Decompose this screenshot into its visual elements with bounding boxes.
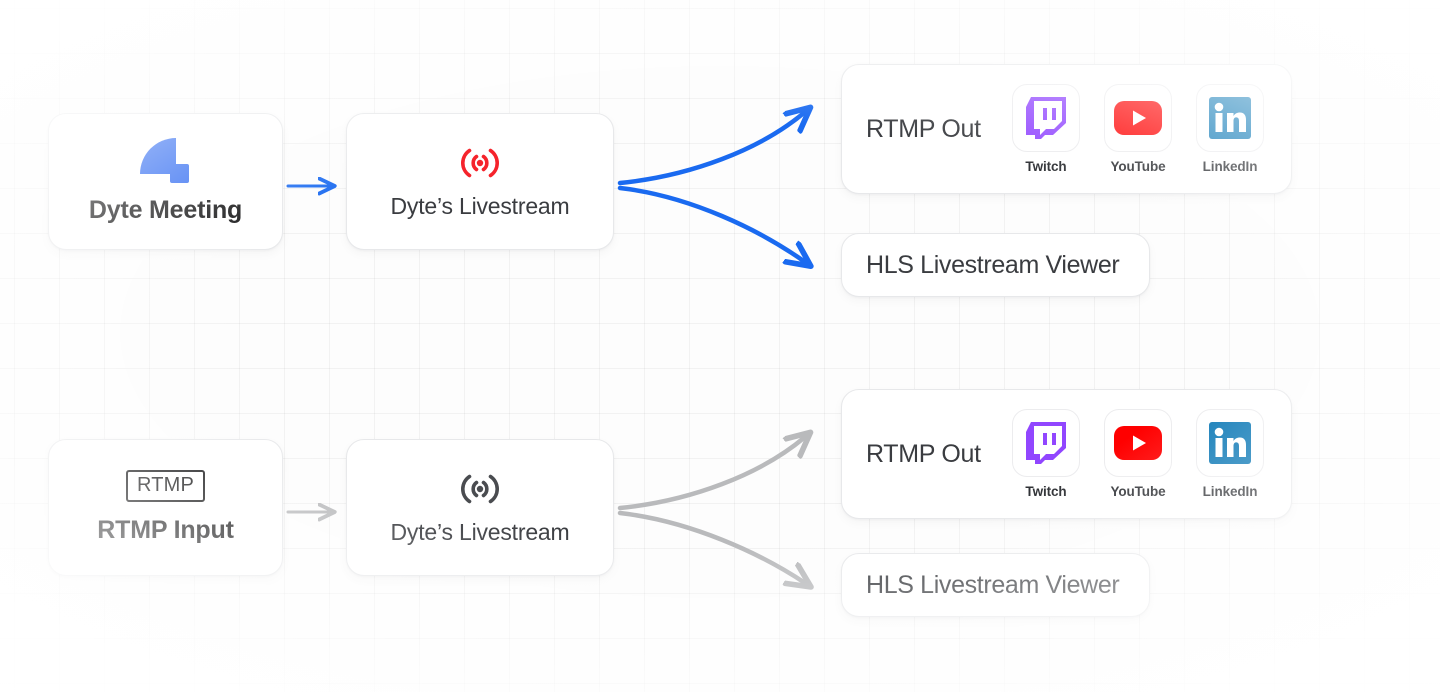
edge-livestream2-to-rtmp-out	[617, 437, 805, 511]
social-platform-twitch-top[interactable]: Twitch	[1011, 84, 1081, 174]
edge-livestream2-to-hls	[617, 510, 805, 583]
node-rtmp-input-label: RTMP Input	[97, 516, 234, 544]
broadcast-icon	[461, 148, 499, 178]
broadcast-icon	[461, 474, 499, 504]
node-dyte-livestream-inactive-label: Dyte’s Livestream	[390, 519, 570, 545]
edge-livestream-to-hls	[617, 185, 805, 262]
youtube-icon	[1114, 426, 1162, 460]
twitch-tile[interactable]	[1012, 84, 1080, 152]
youtube-tile[interactable]	[1104, 409, 1172, 477]
social-platform-linkedin-bottom[interactable]: LinkedIn	[1195, 409, 1265, 499]
linkedin-label: LinkedIn	[1202, 484, 1258, 499]
edge-livestream-to-rtmp-out	[617, 112, 805, 186]
twitch-tile[interactable]	[1012, 409, 1080, 477]
node-dyte-livestream-active[interactable]: Dyte’s Livestream	[346, 113, 614, 250]
node-dyte-livestream-active-label: Dyte’s Livestream	[390, 193, 570, 219]
node-hls-viewer-top[interactable]: HLS Livestream Viewer	[841, 233, 1150, 297]
node-hls-viewer-bottom[interactable]: HLS Livestream Viewer	[841, 553, 1150, 617]
linkedin-label: LinkedIn	[1202, 159, 1258, 174]
linkedin-tile[interactable]	[1196, 409, 1264, 477]
node-dyte-meeting-label: Dyte Meeting	[88, 196, 243, 224]
rtmp-out-top-label: RTMP Out	[866, 114, 981, 143]
linkedin-icon	[1209, 97, 1251, 139]
twitch-icon	[1026, 422, 1066, 464]
node-dyte-livestream-inactive[interactable]: Dyte’s Livestream	[346, 439, 614, 576]
twitch-label: Twitch	[1025, 484, 1067, 499]
social-platform-linkedin-top[interactable]: LinkedIn	[1195, 84, 1265, 174]
node-rtmp-input[interactable]: RTMP RTMP Input	[48, 439, 283, 576]
social-platform-youtube-bottom[interactable]: YouTube	[1103, 409, 1173, 499]
rtmp-out-bottom-label: RTMP Out	[866, 439, 981, 468]
dyte-logo-icon	[139, 138, 192, 183]
twitch-label: Twitch	[1025, 159, 1067, 174]
rtmp-badge: RTMP	[125, 470, 206, 502]
social-platform-group-bottom: Twitch YouTube	[1011, 409, 1291, 499]
youtube-icon	[1114, 101, 1162, 135]
youtube-label: YouTube	[1110, 484, 1166, 499]
social-platform-twitch-bottom[interactable]: Twitch	[1011, 409, 1081, 499]
node-rtmp-out-bottom[interactable]: RTMP Out Twitch	[841, 389, 1292, 519]
twitch-icon	[1026, 97, 1066, 139]
hls-viewer-bottom-label: HLS Livestream Viewer	[866, 570, 1120, 599]
node-dyte-meeting[interactable]: Dyte Meeting	[48, 113, 283, 250]
youtube-label: YouTube	[1110, 159, 1166, 174]
hls-viewer-top-label: HLS Livestream Viewer	[866, 250, 1120, 279]
social-platform-group-top: Twitch YouTube	[1011, 84, 1291, 174]
linkedin-tile[interactable]	[1196, 84, 1264, 152]
linkedin-icon	[1209, 422, 1251, 464]
social-platform-youtube-top[interactable]: YouTube	[1103, 84, 1173, 174]
node-rtmp-out-top[interactable]: RTMP Out Twitch	[841, 64, 1292, 194]
youtube-tile[interactable]	[1104, 84, 1172, 152]
